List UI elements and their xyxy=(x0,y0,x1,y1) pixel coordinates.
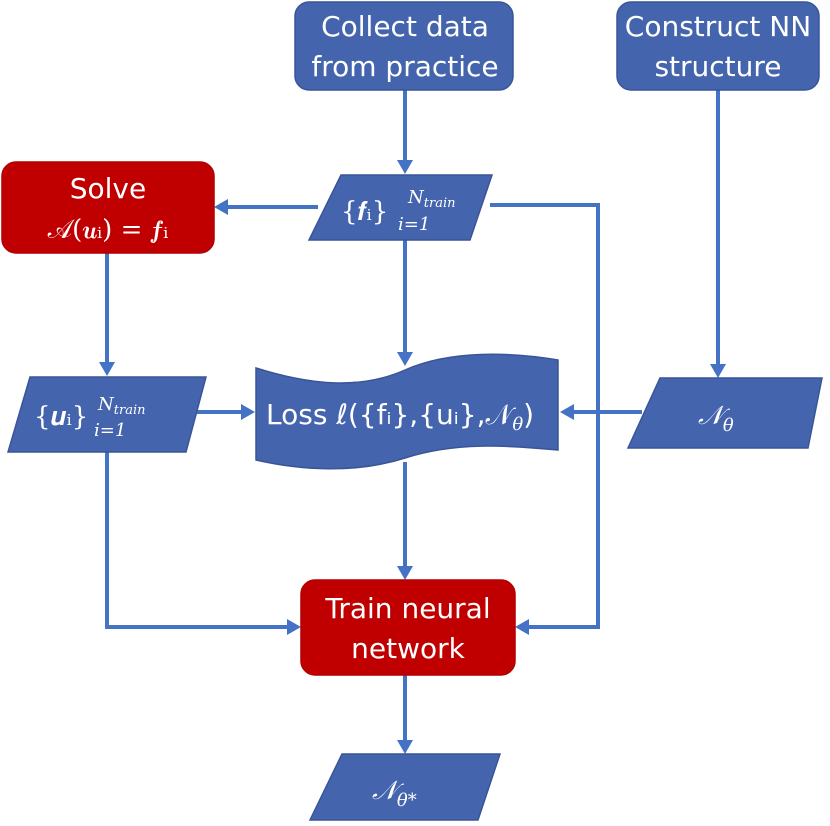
f-set-sub: i=1 xyxy=(398,214,430,235)
arrowhead xyxy=(287,619,301,635)
arrowhead xyxy=(397,160,413,174)
node-collect-data: Collect data from practice xyxy=(294,1,514,91)
edge-f-to-train xyxy=(490,203,600,629)
edge-u-to-train xyxy=(105,452,289,629)
edges xyxy=(99,90,726,754)
loss-label: Loss ℓ({fᵢ},{uᵢ},𝒩θ) xyxy=(266,398,534,435)
node-construct-nn: Construct NN structure xyxy=(616,1,820,91)
f-set-base: {𝒇ᵢ} xyxy=(341,197,388,227)
arrowhead xyxy=(515,619,529,635)
arrowhead xyxy=(560,404,574,420)
collect-line1: Collect data xyxy=(321,10,489,43)
node-u-set: {𝒖ᵢ} Ntrain i=1 xyxy=(6,376,207,453)
node-f-set: {𝒇ᵢ} Ntrain i=1 xyxy=(307,174,494,241)
construct-line2: structure xyxy=(654,50,781,83)
arrowhead xyxy=(397,740,413,754)
arrowhead xyxy=(397,352,413,366)
f-set-sup: Ntrain xyxy=(407,187,455,211)
solve-line1: Solve xyxy=(70,172,146,205)
train-line1: Train neural xyxy=(324,592,490,625)
solve-equation: 𝒜(𝒖ᵢ) = 𝒇ᵢ xyxy=(48,215,169,245)
construct-line1: Construct NN xyxy=(625,10,811,43)
arrowhead xyxy=(710,364,726,378)
node-n-theta: 𝒩θ xyxy=(626,377,823,449)
f-set-label: {𝒇ᵢ} xyxy=(341,197,388,227)
arrowhead xyxy=(99,362,115,376)
u-set-sub: i=1 xyxy=(94,420,126,441)
u-set-sup: Ntrain xyxy=(97,394,145,418)
node-n-theta-star: 𝒩θ* xyxy=(308,753,502,821)
arrowhead xyxy=(214,199,228,215)
arrowhead xyxy=(241,404,255,420)
node-loss: Loss ℓ({fᵢ},{uᵢ},𝒩θ) xyxy=(255,353,559,470)
train-line2: network xyxy=(351,632,465,665)
node-train: Train neural network xyxy=(300,579,516,676)
u-set-base: {𝒖ᵢ} xyxy=(34,402,88,432)
collect-line2: from practice xyxy=(311,50,498,83)
u-set-label: {𝒖ᵢ} xyxy=(34,402,88,432)
arrowhead xyxy=(397,566,413,580)
node-solve: Solve 𝒜(𝒖ᵢ) = 𝒇ᵢ xyxy=(1,161,215,254)
